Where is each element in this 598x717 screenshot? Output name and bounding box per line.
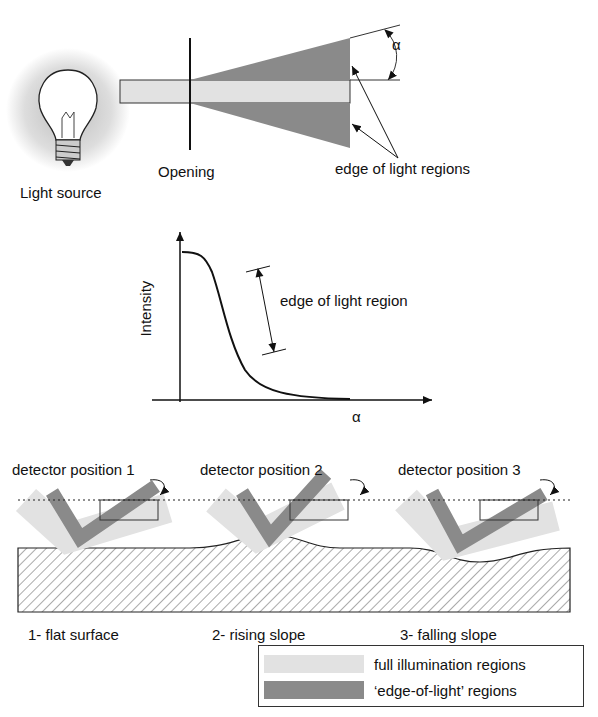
label: 3- falling slope (400, 626, 497, 643)
label: detector position 2 (200, 461, 323, 478)
detector (100, 500, 158, 520)
label: edge of light regions (335, 160, 470, 177)
label: detector position 1 (12, 461, 135, 478)
detector (290, 500, 348, 520)
legend-swatch (264, 655, 364, 673)
legend-text: full illumination regions (374, 656, 526, 673)
label: 2- rising slope (212, 626, 305, 643)
label: α (352, 408, 361, 425)
legend-text: ‘edge-of-light’ regions (374, 682, 517, 699)
light-beam (242, 474, 326, 536)
label: α (392, 36, 401, 53)
label: Intensity (137, 281, 154, 337)
label: Light source (20, 184, 102, 201)
label: edge of light region (280, 292, 408, 309)
label: detector position 3 (398, 461, 521, 478)
legend-swatch (264, 681, 364, 699)
detector (480, 500, 538, 520)
light-beam (52, 486, 156, 538)
label: 1- flat surface (28, 626, 119, 643)
label: Opening (158, 163, 215, 180)
